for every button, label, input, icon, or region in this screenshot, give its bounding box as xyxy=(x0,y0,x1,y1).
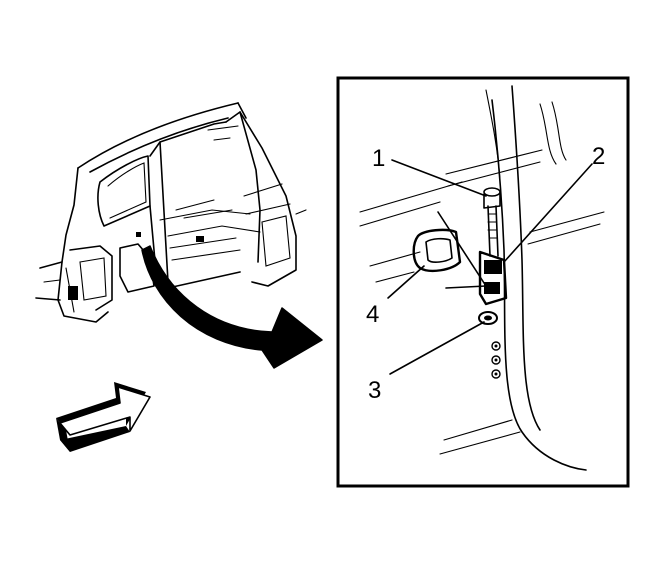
hinge-body xyxy=(478,250,508,306)
vehicle-body-illustration xyxy=(35,102,307,323)
bolt xyxy=(483,187,501,257)
leader-line-4 xyxy=(387,265,425,299)
nut xyxy=(478,311,498,325)
leader-line-1 xyxy=(391,159,487,197)
callout-4: 4 xyxy=(366,301,379,328)
view-direction-arrow xyxy=(56,382,151,452)
callout-2: 2 xyxy=(592,143,605,170)
door-fasteners xyxy=(491,341,501,379)
callout-3: 3 xyxy=(368,377,381,404)
curved-detail-arrow xyxy=(141,245,323,369)
detail-view xyxy=(359,85,605,471)
leader-line-2 xyxy=(503,163,593,263)
callout-1: 1 xyxy=(372,145,385,172)
leader-line-3 xyxy=(389,321,485,375)
